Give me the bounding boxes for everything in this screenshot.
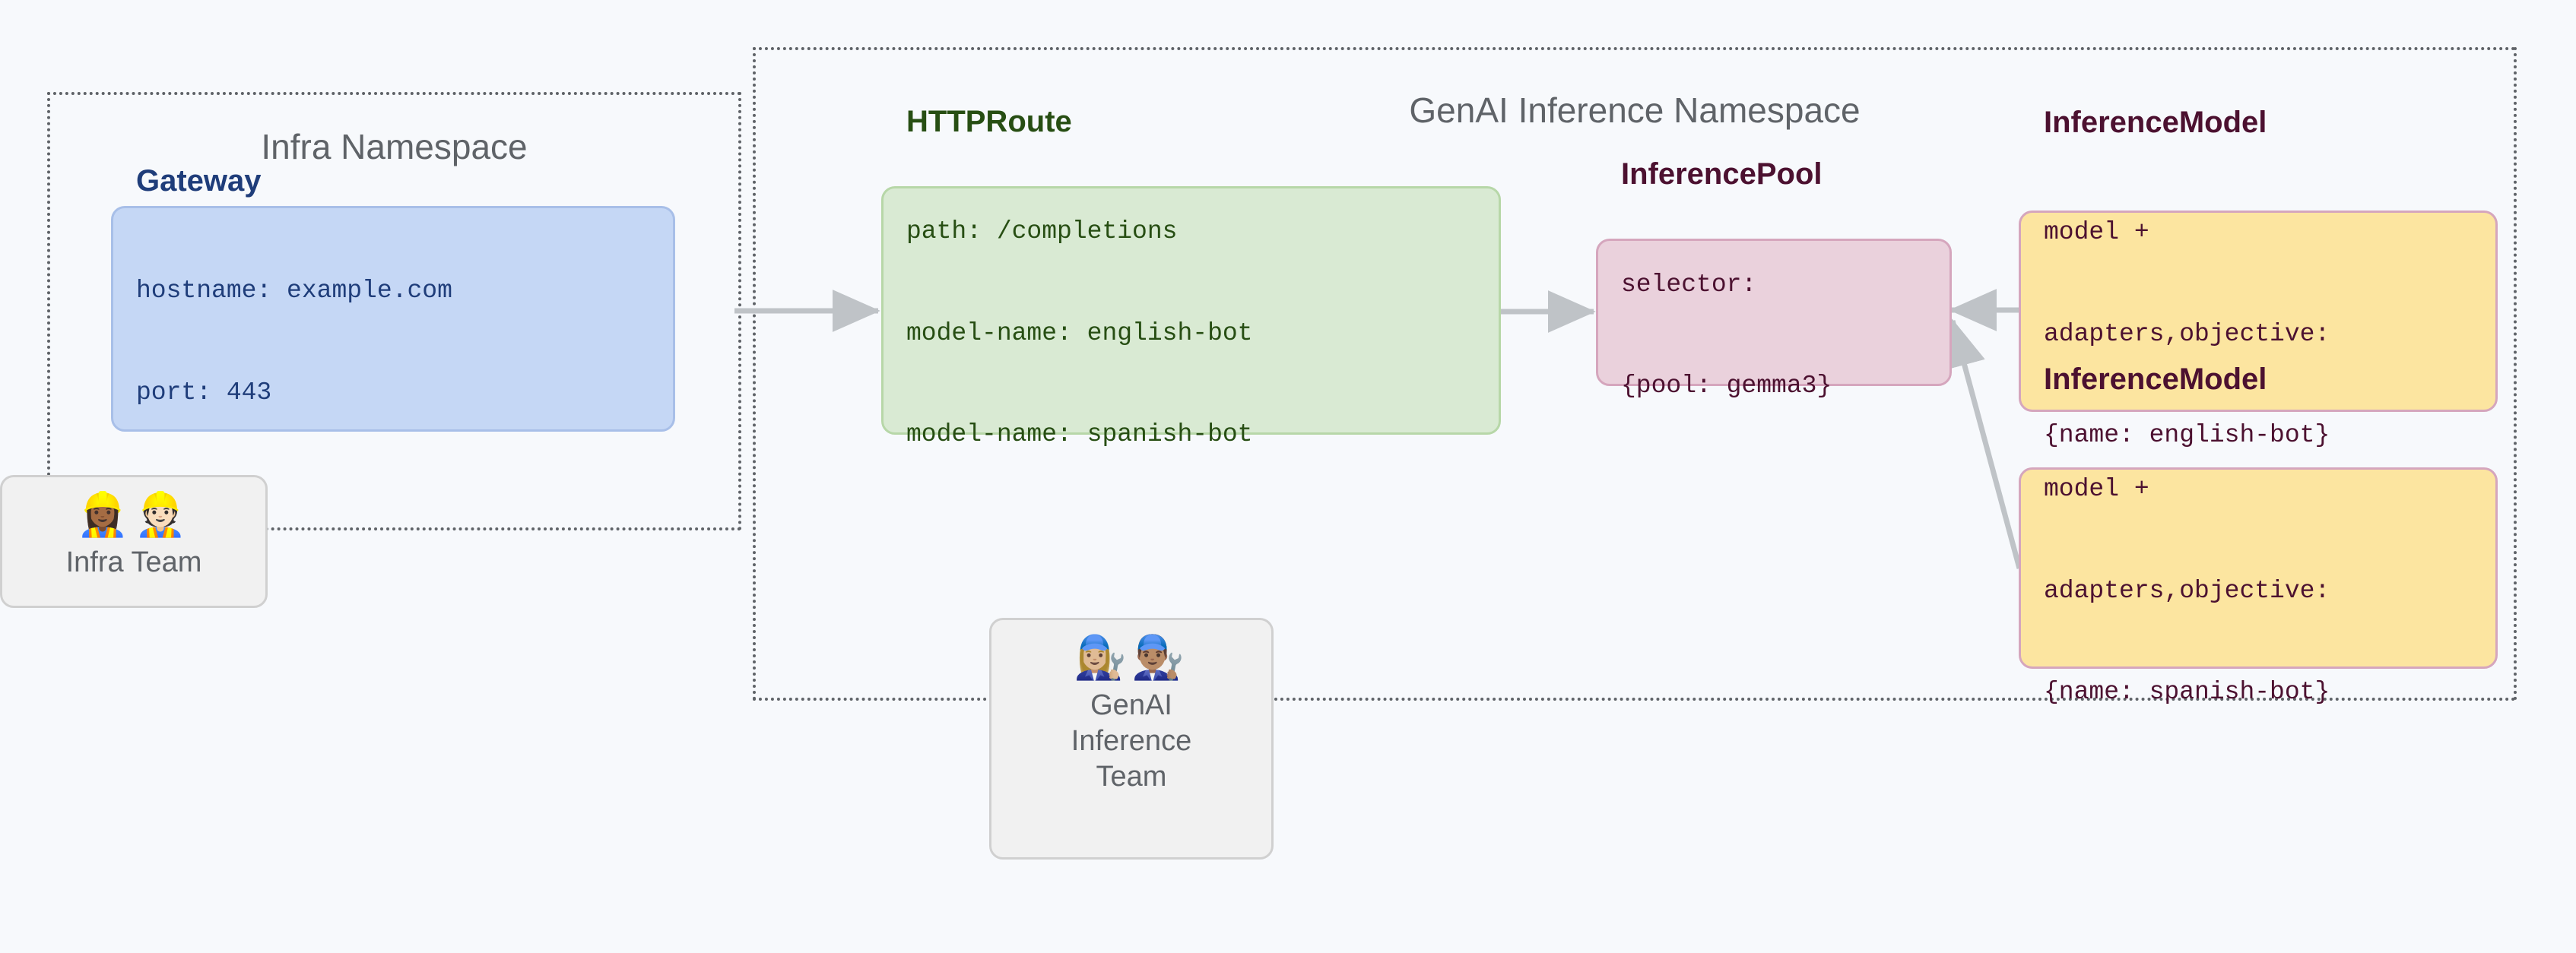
team-card-genai-inference-label-line-2: Inference xyxy=(1071,724,1192,757)
node-httproute-line-model-spanish: model-name: spanish-bot xyxy=(906,420,1253,449)
node-httproute[interactable]: HTTPRoute path: /completions model-name:… xyxy=(881,105,1501,448)
node-gateway-title: Gateway xyxy=(136,163,262,198)
node-gateway[interactable]: Gateway hostname: example.com port: 443 xyxy=(111,164,675,432)
node-inferencemodel-english-line-adapters: adapters,objective: xyxy=(2044,319,2330,348)
team-card-genai-inference[interactable]: 👩🏼‍🔧👨🏽‍🔧 GenAI Inference Team xyxy=(989,618,1274,860)
node-httproute-title: HTTPRoute xyxy=(906,104,1072,138)
node-httproute-line-path: path: /completions xyxy=(906,217,1178,246)
namespace-infra-title: Infra Namespace xyxy=(261,127,528,166)
node-inferencemodel-english-line-model: model + xyxy=(2044,218,2149,247)
node-inferencemodel-english-line-name: {name: english-bot} xyxy=(2044,421,2330,450)
namespace-genai-inference xyxy=(753,47,2517,701)
node-inferencemodel-spanish[interactable]: InferenceModel model + adapters,objectiv… xyxy=(2019,363,2498,706)
node-inferencemodel-spanish-title: InferenceModel xyxy=(2044,362,2267,396)
team-card-infra[interactable]: 👷🏾‍♀️👷🏻 Infra Team xyxy=(0,475,268,608)
team-card-genai-inference-label-line-3: Team xyxy=(1096,760,1167,793)
mechanic-icons: 👩🏼‍🔧👨🏽‍🔧 xyxy=(1074,633,1189,681)
team-card-genai-inference-label-line-1: GenAI xyxy=(1090,689,1172,721)
node-gateway-line-port: port: 443 xyxy=(136,378,272,407)
node-gateway-body: hostname: example.com port: 443 xyxy=(136,207,650,477)
node-inferencepool-line-selector: selector: xyxy=(1621,270,1757,299)
team-card-infra-label: Infra Team xyxy=(65,546,202,578)
node-inferencepool[interactable]: InferencePool selector: {pool: gemma3} xyxy=(1596,157,1952,400)
node-inferencemodel-spanish-line-model: model + xyxy=(2044,475,2149,504)
team-card-genai-inference-label: GenAI Inference Team xyxy=(1071,688,1191,795)
node-httproute-line-model-english: model-name: english-bot xyxy=(906,318,1253,347)
node-inferencepool-title: InferencePool xyxy=(1621,157,1823,192)
node-inferencemodel-english-body: model + adapters,objective: {name: engli… xyxy=(2044,148,2473,521)
namespace-genai-inference-title: GenAI Inference Namespace xyxy=(1409,90,1861,130)
node-inferencepool-body: selector: {pool: gemma3} xyxy=(1621,200,1927,470)
node-inferencemodel-english-title: InferenceModel xyxy=(2044,105,2267,139)
node-inferencepool-line-pool: {pool: gemma3} xyxy=(1621,372,1832,401)
node-inferencemodel-spanish-line-adapters: adapters,objective: xyxy=(2044,576,2330,605)
construction-worker-icons: 👷🏾‍♀️👷🏻 xyxy=(76,490,192,538)
node-gateway-line-hostname: hostname: example.com xyxy=(136,277,452,305)
node-inferencemodel-spanish-body: model + adapters,objective: {name: spani… xyxy=(2044,405,2473,777)
node-httproute-body: path: /completions model-name: english-b… xyxy=(906,147,1476,520)
node-inferencemodel-english[interactable]: InferenceModel model + adapters,objectiv… xyxy=(2019,106,2498,449)
node-inferencemodel-spanish-line-name: {name: spanish-bot} xyxy=(2044,678,2330,707)
